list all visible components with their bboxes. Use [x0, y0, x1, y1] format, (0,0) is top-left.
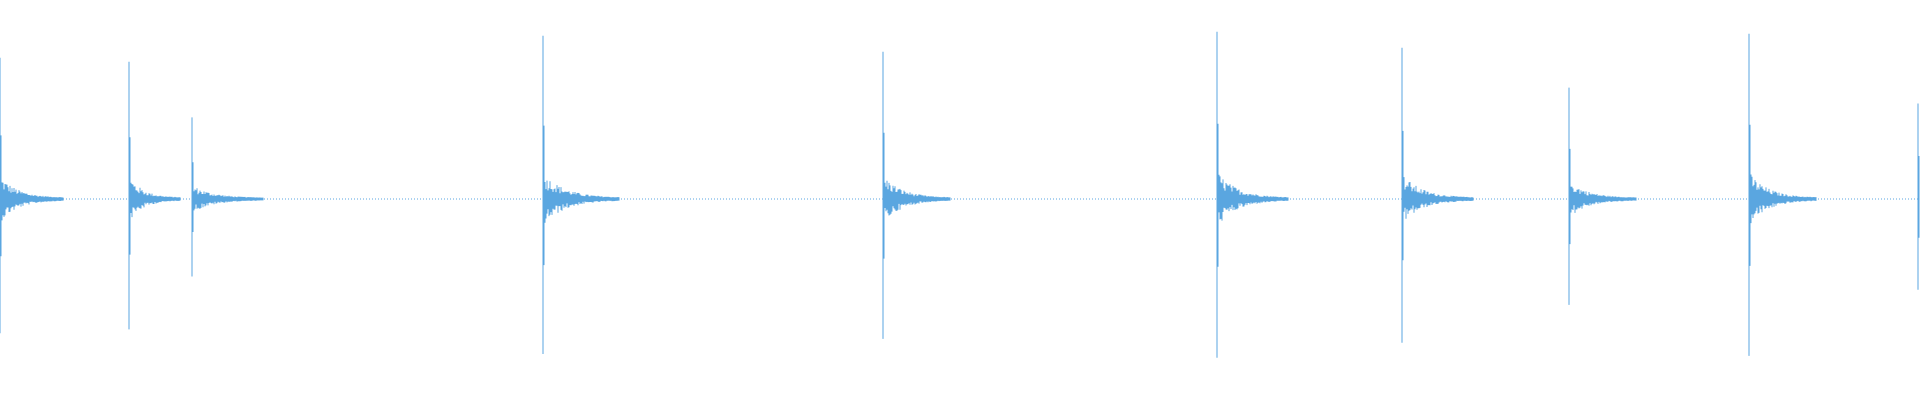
waveform-peak [1401, 47, 1474, 343]
waveform-peak [128, 61, 181, 330]
waveform-peak [542, 35, 620, 354]
waveform-peak [882, 51, 951, 339]
waveform-peak [1917, 103, 1920, 290]
waveform-peak [1568, 87, 1637, 305]
waveform-peak [0, 57, 64, 334]
waveform-peak [1216, 31, 1289, 358]
waveform-peak [191, 117, 264, 277]
waveform-peaks [0, 31, 1920, 358]
waveform-peak [1748, 33, 1817, 356]
